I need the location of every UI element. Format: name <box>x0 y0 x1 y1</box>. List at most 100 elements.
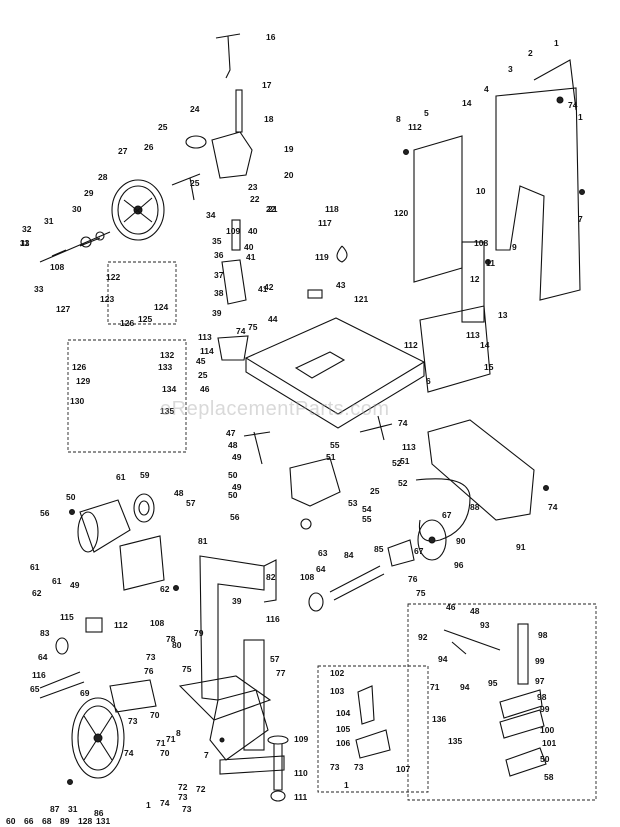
callout-65: 65 <box>30 684 40 694</box>
callout-101: 101 <box>542 738 556 748</box>
callout-108: 108 <box>300 572 314 582</box>
callout-labels: 1617181920212224252627282930313233111083… <box>6 32 583 826</box>
callout-31: 31 <box>68 804 78 814</box>
callout-113: 113 <box>402 442 416 452</box>
callout-62: 62 <box>32 588 42 598</box>
callout-110: 110 <box>294 768 308 778</box>
callout-85: 85 <box>374 544 384 554</box>
callout-43: 43 <box>336 280 346 290</box>
callout-74: 74 <box>568 100 578 110</box>
callout-25: 25 <box>198 370 208 380</box>
callout-4: 4 <box>484 84 489 94</box>
callout-1: 1 <box>554 38 559 48</box>
callout-87: 87 <box>50 804 60 814</box>
callout-52: 52 <box>392 458 402 468</box>
callout-2: 2 <box>528 48 533 58</box>
callout-26: 26 <box>144 142 154 152</box>
callout-107: 107 <box>396 764 410 774</box>
callout-72: 72 <box>178 782 188 792</box>
callout-47: 47 <box>226 428 236 438</box>
callout-62: 62 <box>160 584 170 594</box>
callout-57: 57 <box>270 654 280 664</box>
callout-118: 118 <box>325 204 339 214</box>
callout-75: 75 <box>182 664 192 674</box>
callout-7: 7 <box>204 750 209 760</box>
callout-86: 86 <box>94 808 104 818</box>
callout-16: 16 <box>266 32 276 42</box>
callout-71: 71 <box>156 738 166 748</box>
callout-94: 94 <box>460 682 470 692</box>
callout-72: 72 <box>196 784 206 794</box>
callout-73: 73 <box>146 652 156 662</box>
callout-28: 28 <box>98 172 108 182</box>
callout-49: 49 <box>232 482 242 492</box>
callout-130: 130 <box>70 396 84 406</box>
callout-50: 50 <box>228 470 238 480</box>
callout-25: 25 <box>158 122 168 132</box>
callout-59: 59 <box>140 470 150 480</box>
callout-100: 100 <box>540 725 554 735</box>
callout-90: 90 <box>456 536 466 546</box>
callout-83: 83 <box>40 628 50 638</box>
callout-97: 97 <box>535 676 545 686</box>
callout-108: 108 <box>50 262 64 272</box>
callout-66: 66 <box>24 816 34 826</box>
callout-82: 82 <box>266 572 276 582</box>
callout-99: 99 <box>535 656 545 666</box>
callout-73: 73 <box>354 762 364 772</box>
callout-102: 102 <box>330 668 344 678</box>
callout-49: 49 <box>232 452 242 462</box>
callout-121: 121 <box>354 294 368 304</box>
callout-50: 50 <box>540 754 550 764</box>
callout-8: 8 <box>176 728 181 738</box>
callout-48: 48 <box>228 440 238 450</box>
callout-38: 38 <box>214 288 224 298</box>
callout-40: 40 <box>248 226 258 236</box>
callout-112: 112 <box>408 122 422 132</box>
callout-76: 76 <box>144 666 154 676</box>
callout-112: 112 <box>404 340 418 350</box>
callout-123: 123 <box>100 294 114 304</box>
callout-48: 48 <box>470 606 480 616</box>
callout-40: 40 <box>244 242 254 252</box>
callout-48: 48 <box>174 488 184 498</box>
callout-116: 116 <box>32 670 46 680</box>
callout-22: 22 <box>266 204 276 214</box>
callout-105: 105 <box>336 724 350 734</box>
callout-14: 14 <box>462 98 472 108</box>
callout-44: 44 <box>268 314 278 324</box>
callout-61: 61 <box>30 562 40 572</box>
callout-63: 63 <box>318 548 328 558</box>
callout-70: 70 <box>150 710 160 720</box>
callout-135: 135 <box>160 406 174 416</box>
callout-7: 7 <box>578 214 583 224</box>
callout-46: 46 <box>200 384 210 394</box>
callout-67: 67 <box>414 546 424 556</box>
callout-64: 64 <box>38 652 48 662</box>
callout-20: 20 <box>284 170 294 180</box>
callout-113: 113 <box>198 332 212 342</box>
callout-18: 18 <box>264 114 274 124</box>
callout-103: 103 <box>330 686 344 696</box>
callout-95: 95 <box>488 678 498 688</box>
callout-17: 17 <box>262 80 272 90</box>
callout-5: 5 <box>424 108 429 118</box>
callout-109: 109 <box>226 226 240 236</box>
callout-98: 98 <box>537 692 547 702</box>
callout-69: 69 <box>80 688 90 698</box>
callout-119: 119 <box>315 252 329 262</box>
callout-45: 45 <box>196 356 206 366</box>
callout-133: 133 <box>158 362 172 372</box>
callout-92: 92 <box>418 632 428 642</box>
callout-127: 127 <box>56 304 70 314</box>
callout-34: 34 <box>206 210 216 220</box>
callout-1: 1 <box>344 780 349 790</box>
callout-51: 51 <box>326 452 336 462</box>
callout-46: 46 <box>446 602 456 612</box>
callout-64: 64 <box>316 564 326 574</box>
callout-120: 120 <box>394 208 408 218</box>
callout-122: 122 <box>106 272 120 282</box>
callout-19: 19 <box>284 144 294 154</box>
callout-41: 41 <box>258 284 268 294</box>
callout-117: 117 <box>318 218 332 228</box>
